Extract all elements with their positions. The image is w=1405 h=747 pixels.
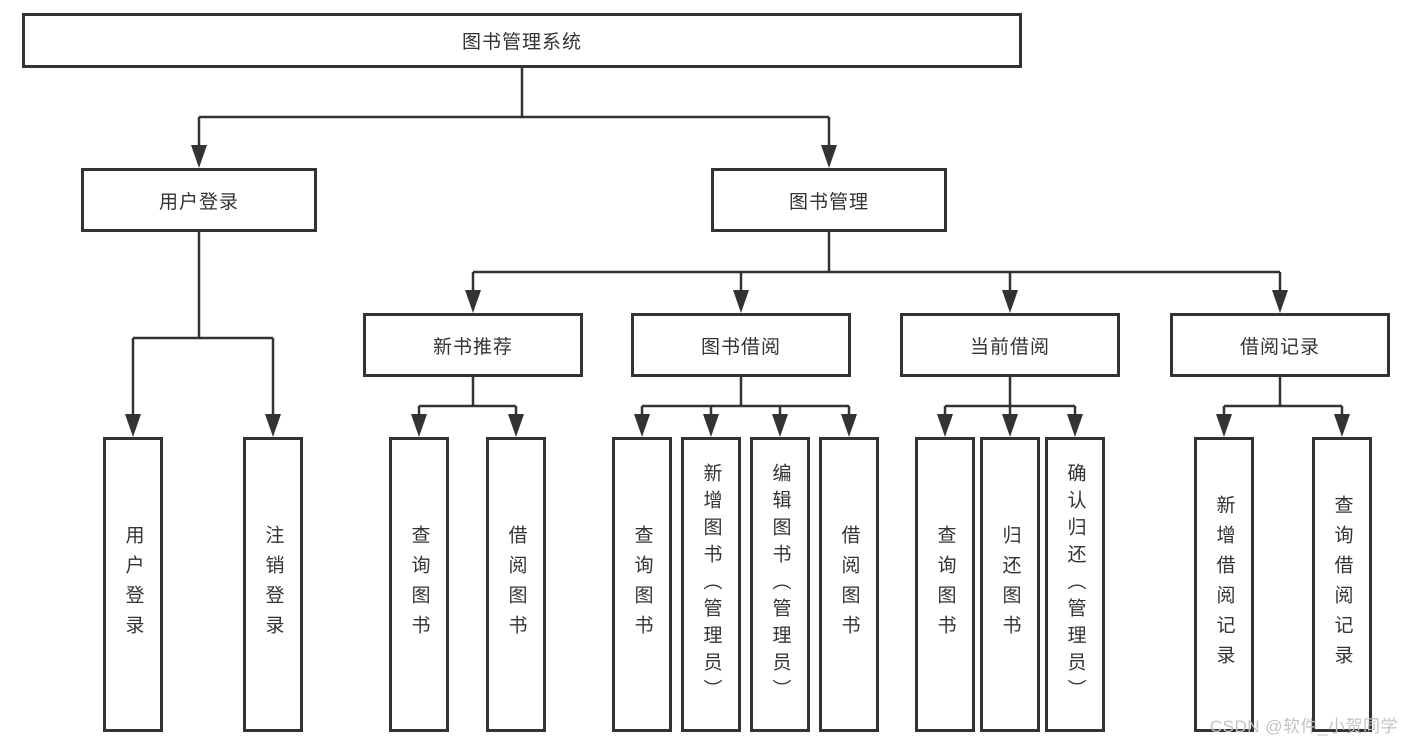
node-borrowing-records: 借阅记录 xyxy=(1170,313,1390,377)
arrowhead xyxy=(841,414,857,437)
leaf-current-confirm-return-admin-label: 确认归还（管理员） xyxy=(1064,463,1086,706)
connector-records-to-leaves xyxy=(1222,377,1344,416)
leaf-borrow-add-books-admin: 新增图书（管理员） xyxy=(681,437,741,732)
connector-current-to-leaves xyxy=(943,377,1077,416)
leaf-current-confirm-return-admin: 确认归还（管理员） xyxy=(1045,437,1105,732)
node-current-borrowing: 当前借阅 xyxy=(900,313,1120,377)
arrowhead xyxy=(733,290,749,313)
node-new-book-recommend-label: 新书推荐 xyxy=(432,336,513,358)
leaf-current-return-books: 归还图书 xyxy=(980,437,1040,732)
node-book-management-label: 图书管理 xyxy=(788,191,869,213)
node-book-management: 图书管理 xyxy=(711,168,947,232)
arrowhead xyxy=(191,145,207,168)
arrowhead xyxy=(411,414,427,437)
node-borrowing-records-label: 借阅记录 xyxy=(1239,336,1320,358)
node-root-label: 图书管理系统 xyxy=(461,32,582,53)
connector-login-to-leaves xyxy=(131,232,275,416)
arrowhead xyxy=(508,414,524,437)
node-book-borrowing: 图书借阅 xyxy=(631,313,851,377)
leaf-current-query-books: 查询图书 xyxy=(915,437,975,732)
watermark: CSDN @软件_小贺同学 xyxy=(1209,717,1398,736)
leaf-borrow-edit-books-admin: 编辑图书（管理员） xyxy=(750,437,810,732)
node-user-login: 用户登录 xyxy=(81,168,317,232)
leaf-records-query-record: 查询借阅记录 xyxy=(1312,437,1372,732)
arrowhead xyxy=(937,414,953,437)
leaf-borrow-borrow-books-label: 借阅图书 xyxy=(838,524,860,645)
leaf-rec-query-books-label: 查询图书 xyxy=(408,524,430,645)
arrowhead xyxy=(703,414,719,437)
node-new-book-recommend: 新书推荐 xyxy=(363,313,583,377)
arrowhead xyxy=(634,414,650,437)
arrowhead xyxy=(125,414,141,437)
leaf-records-query-record-label: 查询借阅记录 xyxy=(1331,494,1353,675)
leaf-current-query-books-label: 查询图书 xyxy=(934,524,956,645)
arrowhead xyxy=(1067,414,1083,437)
leaf-borrow-query-books-label: 查询图书 xyxy=(631,524,653,645)
leaf-logout-label: 注销登录 xyxy=(262,524,284,645)
leaf-rec-query-books: 查询图书 xyxy=(389,437,449,732)
arrowhead xyxy=(1002,290,1018,313)
leaf-rec-borrow-books-label: 借阅图书 xyxy=(505,524,527,645)
connector-mgmt-to-level3 xyxy=(471,232,1282,292)
leaf-borrow-add-books-admin-label: 新增图书（管理员） xyxy=(700,463,722,706)
arrowhead xyxy=(465,290,481,313)
arrowhead xyxy=(1272,290,1288,313)
leaf-borrow-query-books: 查询图书 xyxy=(612,437,672,732)
arrowhead xyxy=(1002,414,1018,437)
node-root: 图书管理系统 xyxy=(22,13,1022,68)
leaf-rec-borrow-books: 借阅图书 xyxy=(486,437,546,732)
node-user-login-label: 用户登录 xyxy=(158,191,239,213)
arrowhead xyxy=(821,145,837,168)
leaf-borrow-borrow-books: 借阅图书 xyxy=(819,437,879,732)
arrowhead xyxy=(265,414,281,437)
arrowhead xyxy=(1216,414,1232,437)
node-current-borrowing-label: 当前借阅 xyxy=(969,336,1050,358)
leaf-logout: 注销登录 xyxy=(243,437,303,732)
connector-borrow-to-leaves xyxy=(640,377,851,416)
leaf-borrow-edit-books-admin-label: 编辑图书（管理员） xyxy=(769,463,791,706)
arrowhead xyxy=(772,414,788,437)
node-book-borrowing-label: 图书借阅 xyxy=(700,336,781,358)
leaf-records-add-record: 新增借阅记录 xyxy=(1194,437,1254,732)
leaf-records-add-record-label: 新增借阅记录 xyxy=(1213,494,1235,675)
leaf-user-login: 用户登录 xyxy=(103,437,163,732)
connector-root-to-level2 xyxy=(197,68,831,147)
arrowhead xyxy=(1334,414,1350,437)
leaf-user-login-label: 用户登录 xyxy=(122,524,144,645)
connector-rec-to-leaves xyxy=(417,377,518,416)
leaf-current-return-books-label: 归还图书 xyxy=(999,524,1021,645)
